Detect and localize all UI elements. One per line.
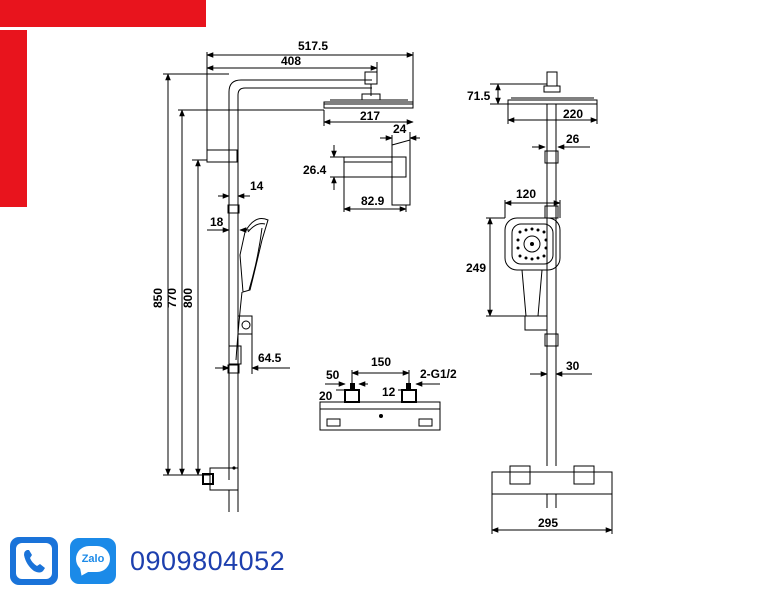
dim-pipe-30: 30 — [566, 359, 580, 373]
front-view-dimensions: 71.5 220 26 120 249 30 295 — [466, 83, 613, 534]
dim-valve-150: 150 — [371, 355, 391, 369]
dim-hand-width: 120 — [516, 187, 536, 201]
red-accent-bar-side — [0, 30, 27, 207]
phone-icon — [24, 550, 45, 573]
side-view-dimensions: 517.5 408 217 850 770 800 14 18 64.5 — [151, 39, 414, 476]
front-view — [491, 71, 613, 508]
dim-pipe-26: 26 — [566, 132, 580, 146]
dim-valve-thread: 2-G1/2 — [420, 367, 457, 381]
valve-detail: 150 50 2-G1/2 20 12 — [319, 355, 457, 431]
zalo-button[interactable]: Zalo — [70, 538, 116, 584]
contact-bar: Zalo 0909804052 — [10, 536, 285, 586]
dim-hand-height: 249 — [466, 261, 486, 275]
phone-button[interactable] — [10, 537, 58, 585]
dim-offset-64-5: 64.5 — [258, 351, 282, 365]
dim-holder-height: 26.4 — [303, 163, 327, 177]
dim-head-diameter-side: 217 — [360, 109, 380, 123]
dim-pipe-18: 18 — [210, 215, 224, 229]
dim-arm-length: 408 — [281, 54, 301, 68]
dim-holder-depth: 82.9 — [361, 194, 385, 208]
dim-valve-12: 12 — [382, 385, 396, 399]
dim-pipe-14: 14 — [250, 179, 264, 193]
dim-holder-width: 24 — [393, 122, 407, 136]
dim-height-800: 800 — [181, 288, 195, 308]
dim-head-diameter-front: 220 — [563, 107, 583, 121]
dim-valve-50: 50 — [326, 368, 340, 382]
dim-height-850: 850 — [151, 288, 165, 308]
phone-number[interactable]: 0909804052 — [130, 545, 286, 576]
dim-base-width: 295 — [538, 516, 558, 530]
red-accent-bar-top — [0, 0, 206, 27]
dim-head-height: 71.5 — [467, 89, 491, 103]
side-view — [202, 71, 414, 512]
dim-valve-20: 20 — [319, 389, 333, 403]
dim-height-770: 770 — [165, 288, 179, 308]
zalo-icon: Zalo — [76, 546, 110, 572]
dim-total-width: 517.5 — [298, 39, 328, 53]
holder-detail: 24 26.4 82.9 — [303, 122, 420, 212]
